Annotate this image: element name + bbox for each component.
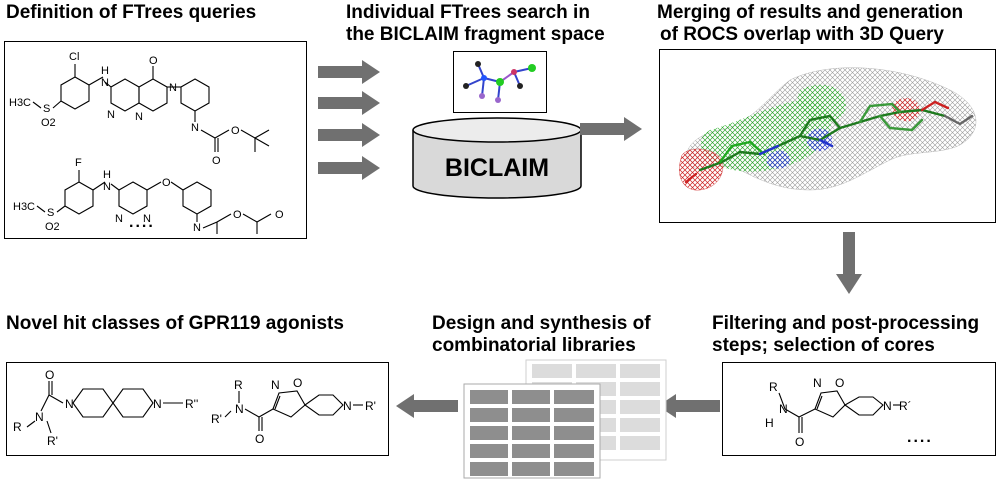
hit1-rprime-label: R' — [47, 434, 58, 448]
mol1-h-label: H — [101, 65, 109, 77]
step3-title-line1: Merging of results and generation — [657, 2, 964, 23]
core-r-prime-label: R´ — [899, 399, 912, 413]
arrow-to-filtering — [836, 232, 862, 294]
hit1-nr-label: N — [35, 410, 44, 424]
mol2-h-label: H — [103, 169, 111, 181]
mol1-o2-label: O — [231, 125, 240, 137]
rocs-overlap-image — [679, 67, 977, 191]
hit-structures-drawing: O N R N R' N R'' R N R' O N O N R' — [13, 368, 376, 448]
selected-cores-box: R N H O N O N R´ .... — [722, 362, 996, 456]
biclaim-label: BICLAIM — [445, 154, 549, 182]
step4-title-line2: steps; selection of cores — [712, 335, 935, 356]
core-h-label: H — [765, 416, 774, 430]
core-n-pip-label: N — [883, 399, 892, 413]
step6-title: Novel hit classes of GPR119 agonists — [6, 313, 344, 334]
core-n-iso-label: N — [813, 376, 822, 390]
mol1-n1-label: N — [107, 109, 115, 121]
query-arrow-2 — [318, 91, 380, 115]
mol2-n2-label: N — [143, 213, 151, 225]
core-r-label: R — [769, 380, 778, 394]
mol2-nh-label: N — [103, 181, 111, 193]
rocs-overlap-box — [659, 49, 996, 223]
step3-title-line2: of ROCS overlap with 3D Query — [660, 24, 944, 45]
hit1-nspiro-label: N — [153, 397, 162, 411]
mol1-namide-label: N — [191, 122, 199, 134]
core-structure-drawing: R N H O N O N R´ — [765, 376, 912, 449]
biclaim-database: BICLAIM — [412, 117, 582, 199]
hit2-oiso-label: O — [293, 376, 302, 390]
mol2-o1-label: O — [233, 209, 242, 221]
mol1-n2-label: N — [135, 111, 143, 123]
mol1-npip-label: N — [169, 82, 177, 94]
mol2-n1-label: N — [115, 213, 123, 225]
hit2-r-label: R — [234, 378, 243, 392]
mol2-namide-label: N — [193, 222, 201, 234]
step5-title-line1: Design and synthesis of — [432, 313, 651, 334]
mol1-o1-label: O — [212, 155, 221, 167]
hit2-n-label: N — [235, 402, 244, 416]
mol2-o2-label: O — [275, 209, 284, 221]
mol2-olink-label: O — [162, 177, 171, 189]
query-ellipsis: .... — [129, 214, 155, 231]
hit1-namide-label: N — [65, 397, 74, 411]
mol1-s-label: S — [43, 103, 50, 115]
step5-title-line2: combinatorial libraries — [432, 335, 636, 356]
mol1-nh-label: N — [101, 77, 109, 89]
mol2-h3c-label: H3C — [13, 201, 35, 213]
mol2-o2s-label: O2 — [45, 221, 60, 233]
mol2-f-label: F — [75, 157, 82, 169]
hit1-rdprime-label: R'' — [185, 397, 198, 411]
hit2-npip-label: N — [343, 399, 352, 413]
hit2-rprime-label: R' — [211, 412, 222, 426]
query-arrow-3 — [318, 123, 380, 147]
ftrees-graph-box — [453, 51, 547, 113]
mol1-h3c-label: H3C — [9, 97, 31, 109]
mol1-oring-label: O — [149, 55, 158, 67]
query-structures-box: Cl N H N N O N N O O H3C S O2 F N H N N … — [4, 41, 307, 239]
arrow-to-merge — [580, 117, 642, 141]
core-o-iso-label: O — [835, 376, 844, 390]
mol1-o2s-label: O2 — [41, 117, 56, 129]
ftrees-graph-drawing — [463, 61, 536, 103]
query-arrow-4 — [318, 156, 380, 180]
core-ellipsis: .... — [907, 429, 933, 446]
step1-title: Definition of FTrees queries — [6, 2, 257, 23]
query-arrow-1 — [318, 60, 380, 84]
hit1-o-label: O — [45, 368, 54, 382]
hit2-rprime2-label: R' — [365, 399, 376, 413]
hit1-r-label: R — [13, 420, 22, 434]
core-o-carbonyl-label: O — [795, 435, 804, 449]
hit-classes-box: O N R N R' N R'' R N R' O N O N R' — [6, 362, 389, 456]
core-namide-label: N — [779, 402, 788, 416]
library-tables — [463, 359, 667, 479]
query-structures-drawing: Cl N H N N O N N O O H3C S O2 F N H N N … — [9, 51, 284, 234]
step2-title-line2: the BICLAIM fragment space — [346, 24, 605, 45]
hit2-o-label: O — [255, 432, 264, 446]
hit2-niso-label: N — [271, 378, 280, 392]
mol2-s-label: S — [47, 207, 54, 219]
arrow-to-libraries — [658, 394, 720, 418]
step2-title-line1: Individual FTrees search in — [346, 2, 590, 23]
step4-title-line1: Filtering and post-processing — [712, 313, 980, 334]
library-table-front — [463, 383, 601, 479]
mol1-cl-label: Cl — [69, 51, 79, 63]
arrow-to-hits — [396, 394, 458, 418]
